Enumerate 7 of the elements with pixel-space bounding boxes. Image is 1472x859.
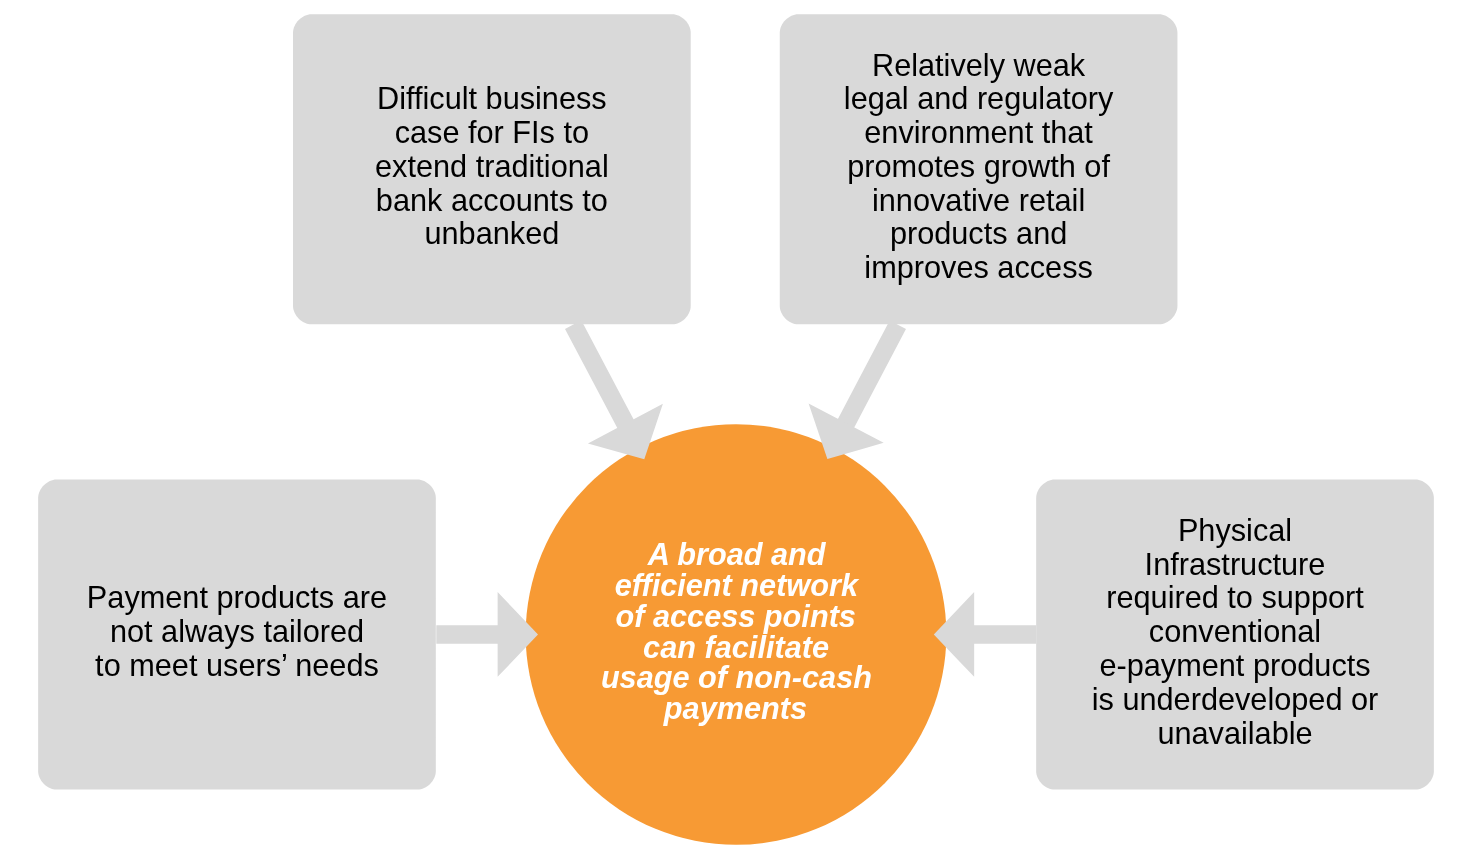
arrow xyxy=(933,592,1037,677)
node-box: Relatively weak legal and regulatory environment that promotes growth of innovative retail products and improves access xyxy=(779,14,1178,325)
node-box: Payment products are not always tailored to meet users’ needs xyxy=(38,479,436,790)
arrow xyxy=(436,592,538,677)
node-circle: A broad and efficient network of access points can facilitate usage of non-cash payments xyxy=(525,424,947,845)
node-box: Physical Infrastructure required to support conventional e-payment products is underdeveloped or unavailable xyxy=(1036,479,1434,790)
node-box: Difficult business case for FIs to extend traditional bank accounts to unbanked xyxy=(293,14,691,325)
